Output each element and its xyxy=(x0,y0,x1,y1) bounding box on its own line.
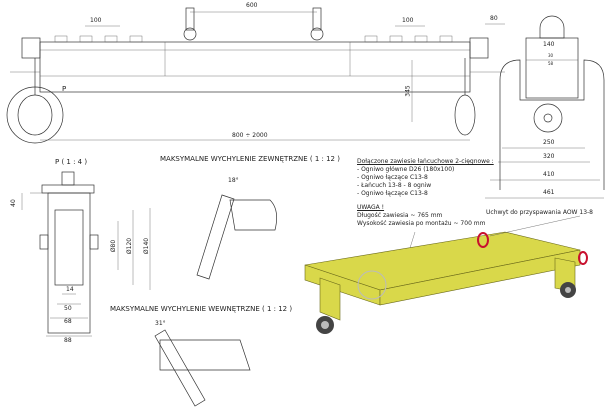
dim-600: 600 xyxy=(246,2,258,9)
sling-item: - Ogniwo łączące C13-8 xyxy=(357,190,428,197)
dim-80: 80 xyxy=(490,15,498,22)
outer-tilt-title: MAKSYMALNE WYCHYLENIE ZEWNĘTRZNE ( 1 : 1… xyxy=(160,155,340,163)
warning-title: UWAGA ! xyxy=(357,204,385,211)
dim-345: 345 xyxy=(404,85,412,97)
dim-58: 58 xyxy=(548,61,554,66)
dimension-lines xyxy=(40,11,604,199)
detail-p-marker: P xyxy=(62,85,67,93)
inner-tilt-view xyxy=(154,329,251,407)
sling-item: - Ogniwo łączące C13-8 xyxy=(357,174,428,181)
outer-tilt-angle: 18° xyxy=(228,177,239,184)
dim-461: 461 xyxy=(543,189,555,196)
dim-14: 14 xyxy=(66,286,74,293)
beam-top-view xyxy=(6,7,505,144)
dim-100-left: 100 xyxy=(90,17,102,24)
warning-item: Wysokość zawiesia po montażu ~ 700 mm xyxy=(357,220,486,227)
dim-30: 30 xyxy=(548,53,554,58)
dim-d80: Ø80 xyxy=(110,239,118,253)
outer-tilt-view xyxy=(196,194,277,280)
sling-item: - Ogniwo główne D26 (180x100) xyxy=(357,166,455,173)
beam-3d-render xyxy=(304,215,588,334)
detail-p-title: P ( 1 : 4 ) xyxy=(55,158,88,166)
end-view xyxy=(499,15,605,190)
dim-250: 250 xyxy=(543,139,555,146)
dim-88: 88 xyxy=(64,337,72,344)
sling-title: Dołączone zawiesie łańcuchowe 2-cięgnowe… xyxy=(357,158,494,165)
dim-d120: Ø120 xyxy=(126,237,134,255)
inner-tilt-title: MAKSYMALNE WYCHYLENIE WEWNĘTRZNE ( 1 : 1… xyxy=(110,305,293,313)
dim-140: 140 xyxy=(543,41,555,48)
dim-40: 40 xyxy=(9,199,17,207)
dim-68: 68 xyxy=(64,318,72,325)
dim-100-right: 100 xyxy=(402,17,414,24)
sling-item: - Łańcuch 13-8 - 8 ogniw xyxy=(357,182,432,189)
detail-p-view xyxy=(21,171,151,337)
warning-item: Długość zawiesia ~ 765 mm xyxy=(357,212,443,219)
dim-length: 800 ÷ 2000 xyxy=(232,132,268,139)
dim-50: 50 xyxy=(64,305,72,312)
dim-320: 320 xyxy=(543,153,555,160)
sling-notes: Dołączone zawiesie łańcuchowe 2-cięgnowe… xyxy=(357,158,494,228)
weld-lug-label: Uchwyt do przyspawania AOW 13-8 xyxy=(486,209,594,216)
dim-d140: Ø140 xyxy=(143,237,151,255)
inner-tilt-angle: 31° xyxy=(155,320,166,327)
dim-410: 410 xyxy=(543,171,555,178)
